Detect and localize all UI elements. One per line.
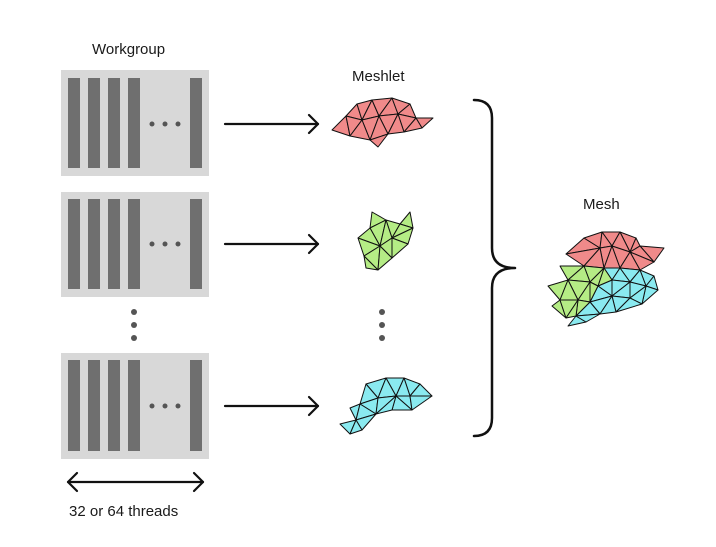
meshlet-cyan <box>339 377 433 435</box>
workgroup-panel-1 <box>61 70 209 176</box>
meshlet-green <box>357 211 414 271</box>
double-headed-arrow-icon <box>66 471 205 493</box>
meshlet-label: Meshlet <box>352 68 405 85</box>
ellipsis-icon <box>149 403 181 409</box>
meshlet-red <box>331 97 434 148</box>
workgroup-panel-2 <box>61 192 209 297</box>
ellipsis-icon <box>149 121 181 127</box>
workgroup-panel-3 <box>61 353 209 459</box>
right-arrow-icon <box>223 395 320 417</box>
workgroup-label: Workgroup <box>92 41 166 58</box>
mesh-label: Mesh <box>583 196 620 213</box>
right-arrow-icon <box>223 113 320 135</box>
ellipsis-icon <box>149 241 181 247</box>
vertical-ellipsis-icon <box>131 309 137 341</box>
mesh <box>547 231 665 327</box>
threads-label: 32 or 64 threads <box>69 503 179 520</box>
right-curly-brace-icon <box>472 98 517 438</box>
right-arrow-icon <box>223 233 320 255</box>
vertical-ellipsis-icon <box>379 309 385 341</box>
